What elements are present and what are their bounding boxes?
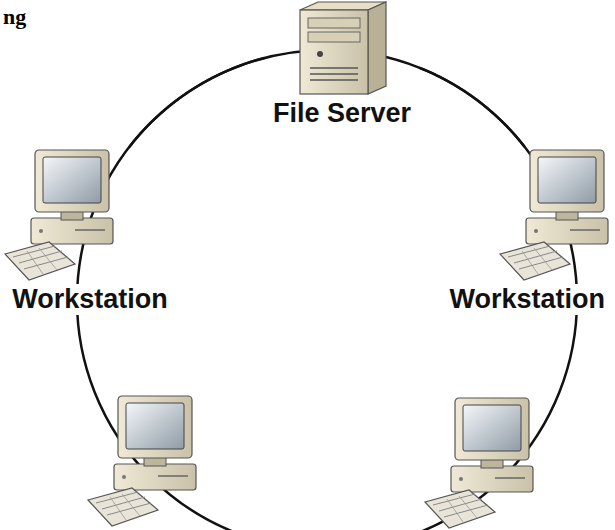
network-node: Workstation	[5, 148, 175, 315]
ring-link	[129, 58, 264, 147]
workstation-icon	[500, 150, 608, 280]
node-label: Workstation	[9, 284, 171, 315]
file-server-icon	[300, 2, 386, 94]
node-label: Workstation	[446, 284, 608, 315]
network-node: File Server	[266, 0, 418, 129]
ring-link	[419, 68, 525, 147]
network-node: Workstation	[442, 148, 612, 315]
workstation-icon	[5, 150, 113, 280]
node-label: File Server	[270, 98, 414, 129]
heading-fragment: ng	[3, 4, 26, 30]
workstation-icon	[88, 396, 196, 526]
workstation-icon	[425, 398, 533, 528]
